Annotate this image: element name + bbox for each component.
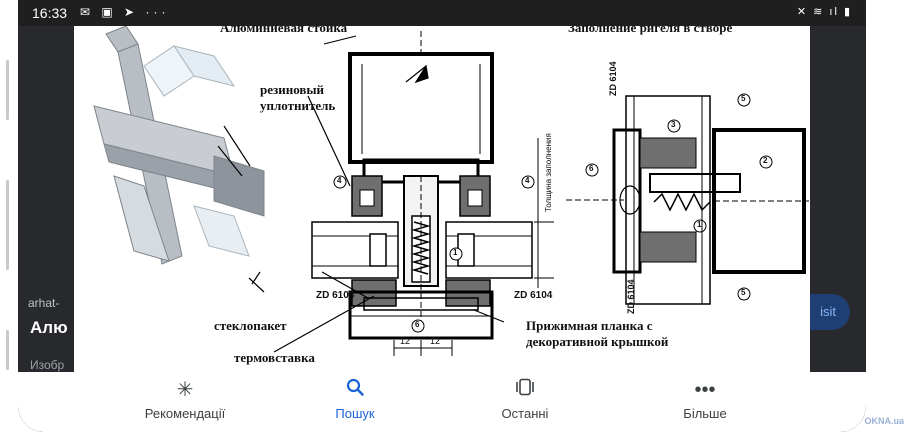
tab-label: Рекомендації <box>144 406 226 421</box>
leader-lines <box>251 64 505 353</box>
marker-1-right: 1 <box>697 220 702 229</box>
tab-label: Більше <box>683 406 727 421</box>
label-glass-unit: стеклопакет <box>214 318 287 333</box>
marker-5-right-top: 5 <box>741 94 746 103</box>
more-icon: ••• <box>694 379 716 401</box>
tab-more[interactable]: ••• Більше <box>640 378 770 421</box>
label-rubber-seal: резиновый уплотнитель <box>260 82 336 113</box>
marker-4-left: 4 <box>337 176 342 185</box>
sparkle-icon: ✳ <box>176 379 194 401</box>
marker-circles <box>333 93 773 333</box>
label-aluminum-mullion: Алюминиевая стойка <box>220 26 348 35</box>
marker-5-right-bottom: 5 <box>741 288 746 297</box>
tab-search[interactable]: Пошук <box>290 378 420 421</box>
scroll-edge-bottom <box>6 330 9 370</box>
label-fill-thickness: Толщина заполнения <box>544 133 553 212</box>
marker-4-right: 4 <box>525 176 530 185</box>
profile-3d-render <box>93 26 265 265</box>
result-source[interactable]: arhat- <box>28 296 60 310</box>
facade-diagram <box>93 26 809 356</box>
label-zd-right-top: ZD 6104 <box>608 61 618 96</box>
notification-icons: ✉ ▣ ➤ ··· <box>80 5 170 19</box>
label-thermal-insert: термовставка <box>234 350 315 365</box>
result-description: Изобр <box>30 358 65 372</box>
tab-recommendations[interactable]: ✳ Рекомендації <box>120 378 250 421</box>
tab-recent[interactable]: Останні <box>460 378 590 421</box>
label-dim-left: 12 <box>400 336 411 346</box>
label-zd-right: ZD 6104 <box>514 290 553 301</box>
label-dim-right: 12 <box>430 336 441 346</box>
system-icons: ✕ ≋ ıl ▮ <box>796 6 852 18</box>
image-viewer[interactable]: Алюминиевая стойка Заполнение ригеля в с… <box>74 26 810 372</box>
watermark: OKNA.ua <box>864 416 904 426</box>
result-title[interactable]: Алю <box>30 318 68 337</box>
marker-2-right: 2 <box>763 156 768 165</box>
marker-1-left: 1 <box>453 248 458 257</box>
scroll-edge-middle <box>6 180 9 270</box>
label-zd-left: ZD 6104 <box>316 290 355 301</box>
label-transom-fill: Заполнение ригеля в створе <box>568 26 733 35</box>
search-icon <box>290 378 420 402</box>
phone-screen: 16:33 ✉ ▣ ➤ ··· ✕ ≋ ıl ▮ arhat- Алю Изоб… <box>18 0 866 432</box>
marker-6-right: 6 <box>589 164 594 173</box>
bottom-navigation: ✳ Рекомендації Пошук Останні ••• Більше <box>18 372 866 432</box>
right-glass-unit <box>445 175 533 307</box>
status-time: 16:33 <box>32 5 68 21</box>
transom-section <box>566 95 809 305</box>
tab-label: Пошук <box>335 406 375 421</box>
left-glass-unit <box>311 175 399 307</box>
dimension-lines <box>393 138 554 356</box>
recent-icon <box>460 378 590 402</box>
label-clamp-plate: Прижимная планка с декоративной крышкой <box>526 318 669 349</box>
clamp-plate <box>348 290 494 340</box>
marker-3-right: 3 <box>671 120 676 129</box>
tab-label: Останні <box>501 406 549 421</box>
scroll-edge-top <box>6 60 9 120</box>
mullion-section <box>348 31 494 326</box>
label-zd-right-bottom: ZD 6104 <box>626 279 636 314</box>
marker-6-left: 6 <box>415 320 420 329</box>
status-bar: 16:33 ✉ ▣ ➤ ··· ✕ ≋ ıl ▮ <box>18 0 866 26</box>
